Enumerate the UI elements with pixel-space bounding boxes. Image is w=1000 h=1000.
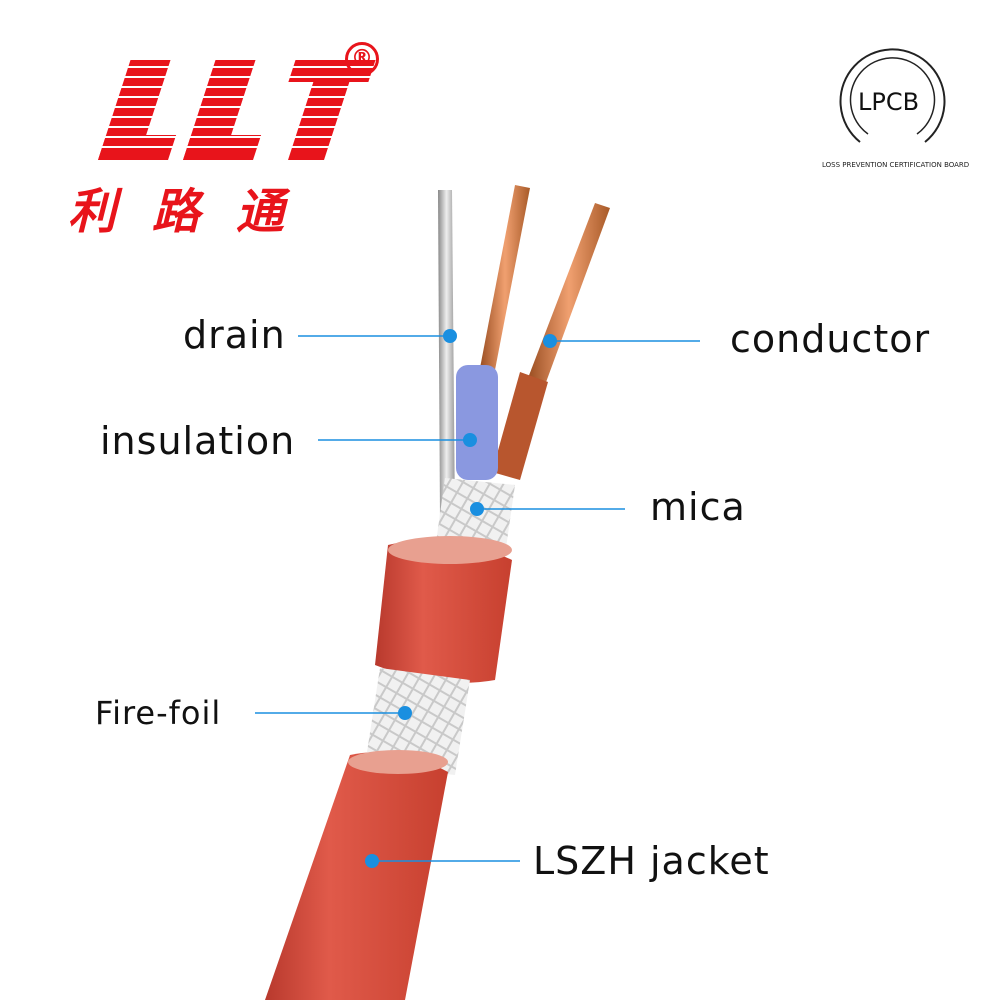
jacket-marker-dot [365,854,379,868]
mica-marker-dot [470,502,484,516]
lpcb-text: LPCB [858,88,920,116]
jacket-sleeve [375,540,512,683]
copper-conductor-1 [480,185,530,370]
blue-insulation [456,365,498,480]
label-insulation: insulation [100,419,296,463]
lszh-jacket [265,752,448,1000]
logo-chinese-1: 利 [68,184,119,240]
copper-conductor-2 [528,203,610,385]
lpcb-ring-text: LOSS PREVENTION CERTIFICATION BOARD [822,161,970,169]
mica-layer [435,478,515,555]
label-lszh-jacket: LSZH jacket [533,839,770,883]
brown-insulation [492,372,548,480]
label-mica: mica [650,485,746,529]
registered-mark: ® [345,42,379,76]
conductor-marker-dot [543,334,557,348]
drain-wire [438,190,455,520]
drain-marker-dot [443,329,457,343]
label-drain: drain [183,313,286,357]
logo-llt [60,60,380,160]
lpcb-badge [839,48,946,143]
label-conductor: conductor [730,317,931,361]
logo-chinese-3: 通 [236,184,287,240]
logo-chinese-2: 路 [152,184,203,240]
leader-lines [255,335,700,862]
fire-foil-marker-dot [398,706,412,720]
label-fire-foil: Fire-foil [95,694,222,732]
fire-foil-braid [365,668,470,775]
insulation-marker-dot [463,433,477,447]
